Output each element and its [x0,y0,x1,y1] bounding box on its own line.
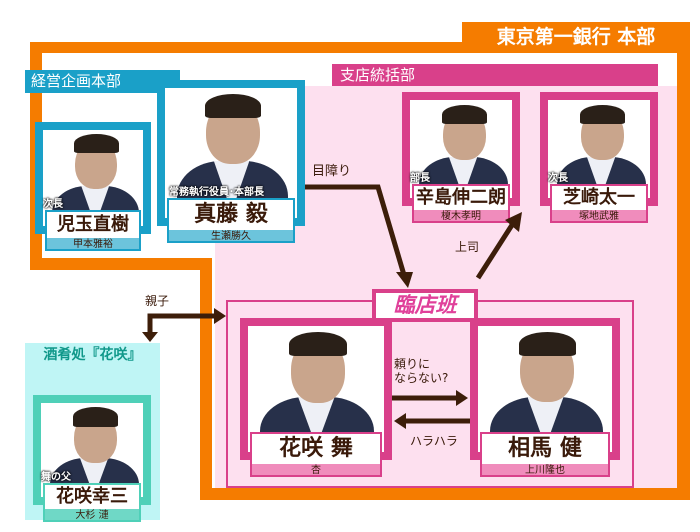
character-name: 辛島伸二朗 [412,184,510,210]
character-role: 次長 [43,199,63,210]
character-name: 児玉直樹 [45,210,141,238]
joushi-arrow [475,223,515,280]
izakaya-label: 酒肴処『花咲』 [25,343,160,367]
org-frame-step [30,258,212,270]
org-frame-bottom [200,488,690,500]
oyako-label: 親子 [145,294,170,308]
branch-label: 支店統括部 [332,64,658,86]
character-name: 相馬 健 [480,432,610,464]
actor-name: 生瀬勝久 [167,230,295,243]
character-role: 常務執行役員･本部長 [169,187,264,198]
character-name: 真藤 毅 [167,198,295,230]
org-title: 東京第一銀行 本部 [462,22,690,52]
planning-label: 経営企画本部 [25,70,180,93]
joushi-label: 上司 [455,240,480,254]
actor-name: 塚地武雅 [550,210,648,223]
actor-name: 杏 [250,464,382,477]
tayorini-label: 頼りに ならない? [394,357,449,385]
org-frame-right [677,42,690,500]
medzawari-arrow [305,184,407,276]
rinten-label: 臨店班 [372,289,478,322]
org-frame-top [30,42,690,53]
actor-name: 大杉 漣 [43,509,141,522]
character-name: 花咲 舞 [250,432,382,464]
character-role: 舞の父 [41,472,71,483]
character-role: 次長 [548,173,568,184]
actor-name: 上川隆也 [480,464,610,477]
character-card [470,318,620,460]
medzawari-label: 目障り [312,164,352,179]
character-name: 花咲幸三 [43,483,141,509]
actor-name: 甲本雅裕 [45,238,141,251]
character-photo [478,326,612,452]
actor-name: 榎木孝明 [412,210,510,223]
harahara-label: ハラハラ [410,434,458,448]
character-name: 芝崎太一 [550,184,648,210]
oyako-arrow [147,313,218,334]
character-role: 部長 [410,173,430,184]
